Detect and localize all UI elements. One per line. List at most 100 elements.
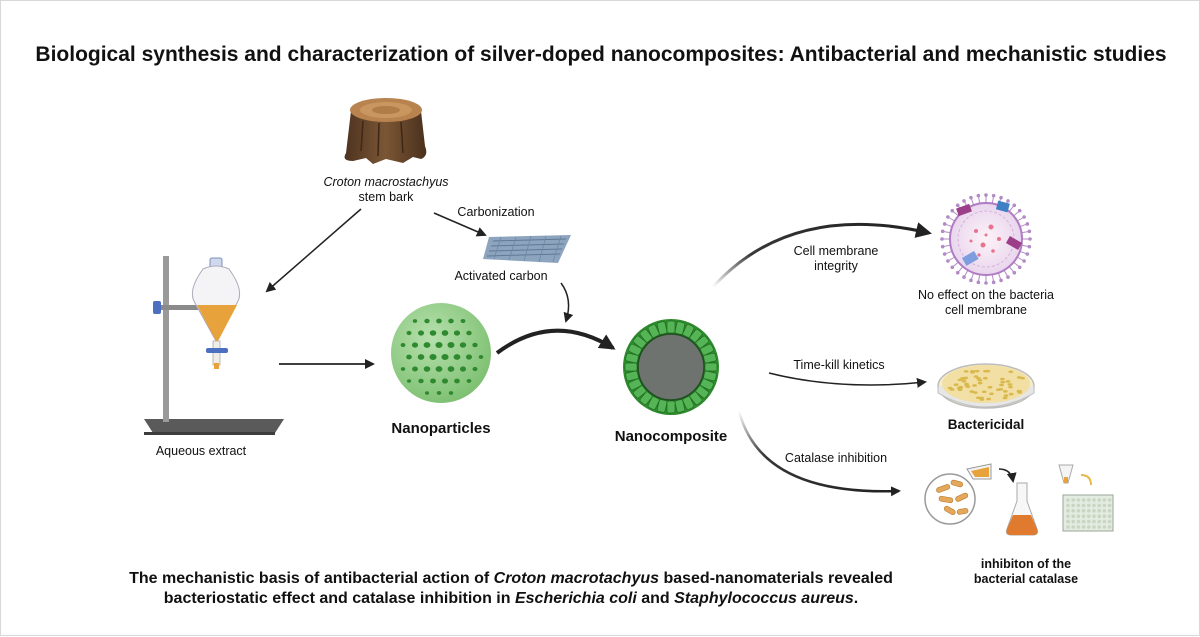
colony [1005, 380, 1011, 383]
composite-cell [625, 370, 639, 382]
composite-cell [704, 362, 718, 372]
figure-title: Biological synthesis and characterizatio… [35, 43, 1167, 66]
nanoparticle-dot [430, 378, 436, 384]
footer-species: Croton macrotachyus [493, 570, 660, 587]
composite-cell [682, 324, 695, 338]
spike-tip [999, 195, 1003, 200]
spike-tip [984, 193, 988, 197]
nanoparticle-dot [472, 366, 478, 372]
plate-well [1092, 525, 1096, 529]
colony [960, 376, 966, 380]
plate-well [1107, 525, 1112, 529]
nanoparticle-dot [454, 378, 460, 384]
nanoparticle-dot [424, 391, 430, 395]
spike-tip [950, 265, 955, 270]
spike-tip [999, 278, 1003, 283]
composite-cell [703, 370, 717, 382]
catalase-inhibition-label: Catalase inhibition [784, 451, 888, 465]
nanocomposite-label: Nanocomposite [614, 428, 728, 445]
composite-cell [633, 385, 647, 399]
spike-tip [942, 222, 947, 226]
colony [1002, 390, 1008, 393]
composite-cell [666, 320, 676, 334]
nanoparticle-dot [436, 318, 442, 324]
cell-membrane-line2: integrity [814, 259, 858, 273]
time-kill-label: Time-kill kinetics [793, 358, 885, 372]
colony [982, 376, 988, 380]
cell-membrane-line1: Cell membrane [793, 244, 879, 258]
colony [989, 392, 994, 396]
plate-well [1081, 498, 1086, 502]
plate-well [1097, 503, 1101, 508]
composite-cell [647, 396, 660, 410]
footer-caption: The mechanistic basis of antibacterial a… [1, 569, 1021, 609]
no-effect-line2: cell membrane [945, 303, 1027, 317]
composite-cell [647, 324, 660, 338]
footer-text-d: and [636, 590, 675, 607]
nanoparticle-dot [406, 330, 412, 336]
plate-well [1102, 519, 1107, 524]
spike-tip [940, 244, 945, 249]
spike-tip [976, 280, 981, 285]
nanoparticle-dot [447, 342, 455, 348]
activated-carbon-sheet-icon [483, 235, 571, 263]
spike-tip [969, 278, 973, 283]
plate-well [1097, 498, 1101, 502]
petri-dish-icon [937, 363, 1035, 409]
plate-well [1081, 509, 1086, 513]
plate-well [1076, 514, 1081, 518]
spike-tip [1025, 252, 1030, 256]
colony [1000, 380, 1006, 384]
nanoparticle-dot [423, 342, 431, 348]
footer-ecoli: Escherichia coli [514, 590, 637, 607]
arrow-bark-to-carbon [433, 212, 487, 237]
colony [964, 384, 970, 387]
footer-line2: bacteriostatic effect and catalase inhib… [1, 589, 1021, 609]
composite-cell [695, 335, 709, 349]
colony [1008, 370, 1014, 374]
plate-well [1107, 509, 1112, 513]
no-effect-label: No effect on the bacteria cell membrane [896, 288, 1076, 318]
composite-cell [700, 343, 714, 356]
nanoparticle-dot [423, 366, 431, 372]
spike-tip [991, 280, 996, 285]
composite-cell [656, 399, 668, 413]
nanoparticle-dot [400, 367, 406, 371]
colony [961, 380, 967, 383]
spike-tip [940, 229, 945, 234]
colony [983, 369, 988, 373]
colony [1017, 391, 1023, 394]
spike-tip [1022, 215, 1026, 219]
nanoparticle-dot [447, 366, 455, 372]
no-effect-line1: No effect on the bacteria [918, 288, 1054, 302]
plate-well [1071, 519, 1075, 524]
plate-well [1076, 498, 1081, 502]
colony [1007, 383, 1013, 386]
nanoparticle-dot [478, 355, 484, 359]
colony [972, 384, 977, 387]
nanoparticle-dot [436, 391, 442, 395]
nanoparticle-dot [441, 330, 449, 336]
nanoparticle-sphere-icon [391, 303, 491, 403]
source-species-label: Croton macrostachyus [323, 175, 449, 189]
plate-well [1076, 509, 1081, 513]
plate-well [1081, 503, 1086, 508]
plate-well [1097, 514, 1101, 518]
spike-tip [962, 275, 966, 279]
spike-tip [950, 208, 955, 213]
colony [999, 383, 1004, 387]
spike-tip [1027, 244, 1032, 249]
spike-tip [1012, 270, 1017, 275]
nanoparticle-dot [417, 354, 425, 360]
plate-well [1081, 525, 1086, 529]
colony [1008, 385, 1013, 389]
composite-cell [674, 321, 686, 335]
footer-line1: The mechanistic basis of antibacterial a… [1, 569, 1021, 589]
spike-tip [991, 193, 996, 198]
composite-cell [689, 391, 703, 405]
footer-text-c: bacteriostatic effect and catalase inhib… [163, 590, 515, 607]
colony [958, 385, 964, 389]
plate-well [1071, 498, 1075, 502]
colony [973, 375, 979, 378]
